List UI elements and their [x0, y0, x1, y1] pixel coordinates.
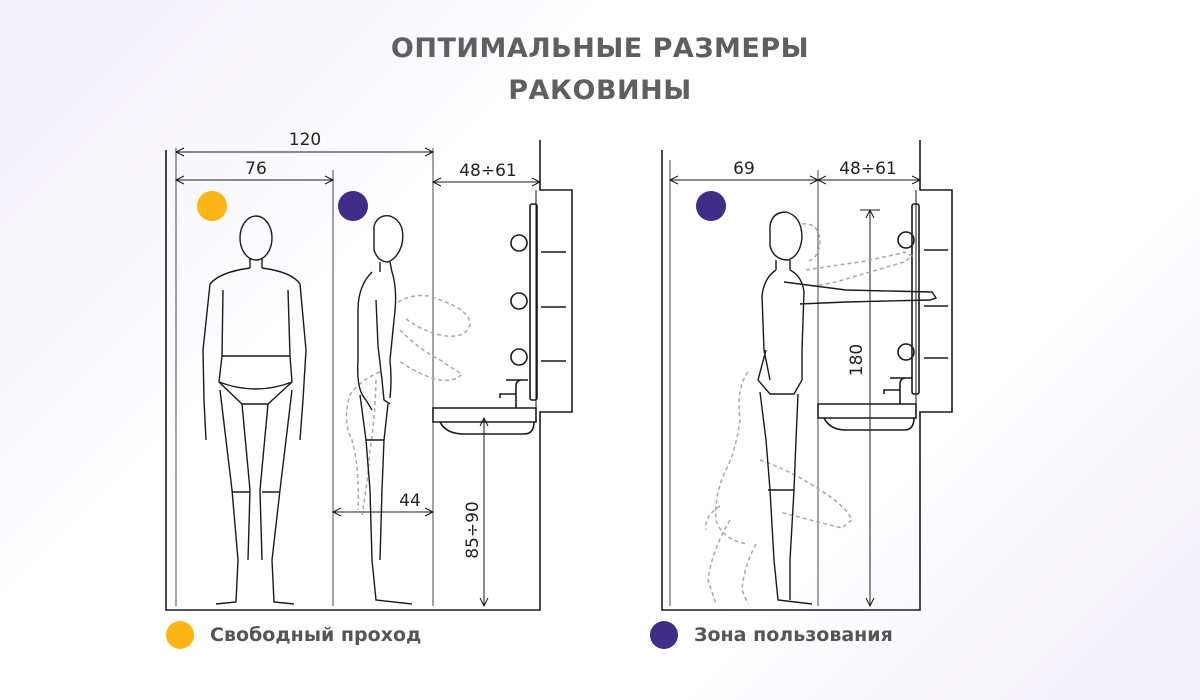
dim-label-120: 120	[289, 130, 321, 150]
right-sitting-figure-dashed	[705, 371, 853, 605]
right-room-outline	[661, 140, 953, 611]
legend-free-passage-label: Свободный проход	[210, 624, 422, 646]
lamp-icon	[897, 343, 915, 361]
lamp-icon	[897, 231, 915, 249]
legend-free-passage: Свободный проход	[166, 618, 421, 652]
right-usage-zone-marker	[696, 191, 726, 221]
page-title: ОПТИМАЛЬНЫЕ РАЗМЕРЫ РАКОВИНЫ	[0, 28, 1200, 112]
free-passage-legend-icon	[166, 621, 194, 649]
lamp-icon	[510, 234, 528, 252]
front-standing-figure	[202, 215, 307, 605]
legend-usage-zone: Зона пользования	[650, 618, 893, 652]
left-bending-figure-dashed	[345, 294, 471, 516]
dim-label-69: 69	[733, 159, 755, 179]
left-mirror	[529, 203, 538, 401]
title-line-2: РАКОВИНЫ	[508, 75, 692, 106]
left-room-outline	[165, 140, 573, 611]
usage-zone-marker	[338, 191, 368, 221]
lamp-icon	[510, 292, 528, 310]
legend-usage-zone-label: Зона пользования	[694, 624, 893, 646]
lamp-icon	[510, 348, 528, 366]
dim-label-44: 44	[399, 491, 421, 511]
dim-label-basin-depth: 48÷61	[459, 161, 517, 181]
free-passage-marker	[197, 191, 227, 221]
dim-label-76: 76	[245, 159, 267, 179]
dim-label-right-basin-depth: 48÷61	[839, 159, 897, 179]
left-basin	[432, 407, 537, 435]
right-reaching-figure-dashed	[801, 223, 914, 287]
dim-label-basin-height: 85÷90	[463, 501, 483, 559]
dim-label-180: 180	[847, 344, 867, 376]
reaching-figure	[757, 211, 938, 605]
right-mirror	[911, 203, 920, 395]
right-faucet-icon	[883, 377, 912, 404]
title-line-1: ОПТИМАЛЬНЫЕ РАЗМЕРЫ	[390, 33, 810, 64]
right-diagram	[661, 140, 953, 611]
left-diagram	[165, 140, 573, 611]
right-basin	[817, 403, 917, 431]
side-standing-figure	[356, 215, 413, 605]
usage-zone-legend-icon	[650, 621, 678, 649]
left-faucet-icon	[499, 379, 528, 408]
